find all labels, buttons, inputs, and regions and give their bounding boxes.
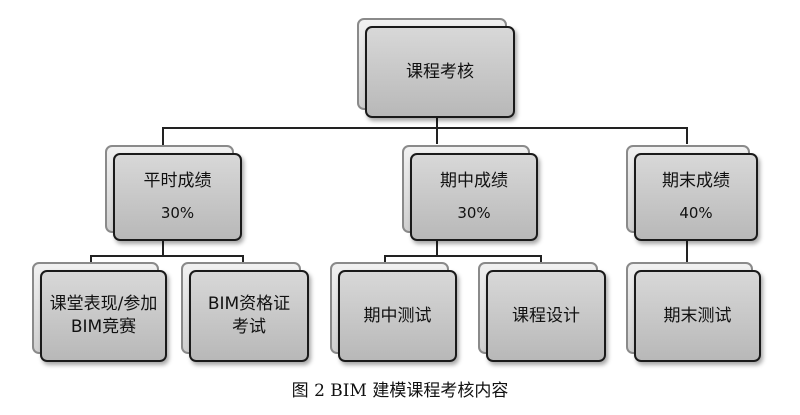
node-front-panel: 课程考核 [365,26,515,118]
group-percent: 30% [160,204,195,223]
group-label: 期末成绩 [662,171,730,192]
connector-to-child-2-2 [540,255,542,267]
connector-level1-bus [162,127,687,129]
child-node-final-test: 期末测试 [626,262,761,362]
child-node-bim-certificate: BIM资格证考试 [181,262,309,362]
connector-group-2-bus [384,255,542,257]
child-label: 课程设计 [512,305,580,326]
root-node: 课程考核 [357,18,515,118]
connector-to-group-2 [436,127,438,144]
node-front-panel: 课堂表现/参加BIM竞赛 [40,270,167,362]
node-front-panel: 期中测试 [338,270,457,362]
group-node-regular: 平时成绩 30% [105,145,242,241]
child-label: 课堂表现/参加BIM竞赛 [49,294,158,337]
connector-group-2-down [436,238,438,256]
connector-to-group-1 [162,127,164,152]
child-label: 期末测试 [663,305,732,326]
node-front-panel: 期末测试 [634,270,761,362]
connector-to-child-1-2 [242,255,244,267]
group-percent: 30% [457,204,491,223]
connector-to-group-3 [686,127,688,144]
connector-group-1-bus [90,255,244,257]
node-front-panel: 课程设计 [486,270,606,362]
connector-to-child-2-1 [384,255,386,267]
root-label: 课程考核 [406,61,474,82]
child-node-course-design: 课程设计 [478,262,606,362]
connector-group-1-down [162,238,164,256]
group-node-midterm: 期中成绩 30% [402,145,538,241]
assessment-tree-diagram: 课程考核 平时成绩 30% 期中成绩 30% 期末成绩 40% 课堂表现/参加B… [32,18,761,362]
connector-to-child-1-1 [90,255,92,267]
connector-root-down [436,112,438,128]
group-label: 期中成绩 [440,171,508,192]
child-node-class-performance: 课堂表现/参加BIM竞赛 [32,262,167,362]
group-percent: 40% [679,204,713,223]
group-node-final: 期末成绩 40% [626,145,758,241]
node-front-panel: BIM资格证考试 [189,270,309,362]
child-label: BIM资格证考试 [207,294,291,337]
node-front-panel: 期末成绩 40% [634,153,758,241]
group-label: 平时成绩 [143,171,212,192]
node-front-panel: 期中成绩 30% [410,153,538,241]
figure-caption: 图 2 BIM 建模课程考核内容 [291,381,509,401]
node-front-panel: 平时成绩 30% [113,153,242,241]
child-node-midterm-test: 期中测试 [330,262,457,362]
child-label: 期中测试 [363,305,432,326]
connector-group-3-down [686,238,688,268]
